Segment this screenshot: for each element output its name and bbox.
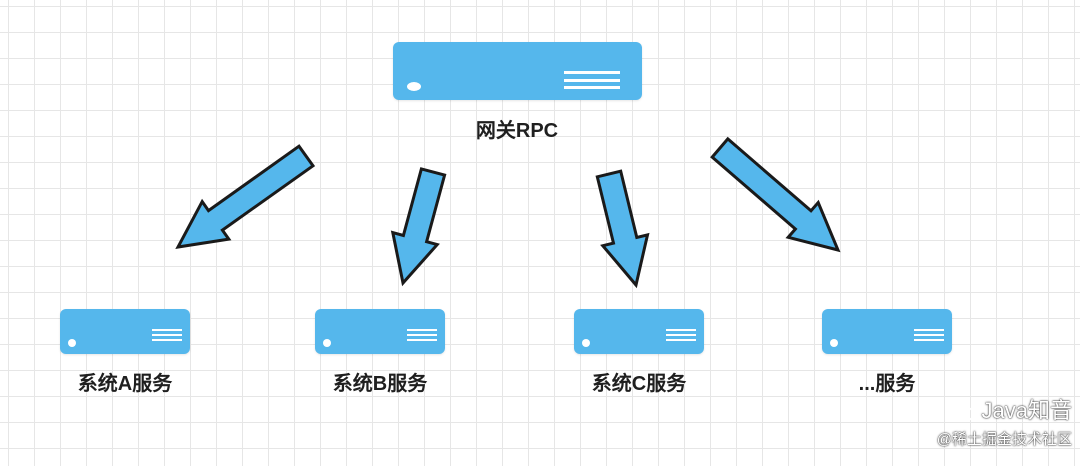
service-a-label: 系统A服务 (77, 373, 173, 395)
wechat-icon (946, 399, 976, 423)
server-led (582, 339, 590, 347)
service-c-server-icon (574, 309, 704, 354)
watermark-account: Java知音 (981, 398, 1072, 423)
server-led (323, 339, 331, 347)
gateway-label: 网关RPC (475, 120, 559, 142)
server-vent-lines (564, 71, 620, 89)
server-vent-lines (407, 329, 437, 341)
arrow-to-service-a (175, 144, 316, 249)
service-b-label: 系统B服务 (332, 373, 428, 395)
gateway-server-icon (393, 42, 642, 100)
server-vent-lines (914, 329, 944, 341)
service-b-server-icon (315, 309, 445, 354)
server-vent-lines (152, 329, 182, 341)
server-vent-lines (666, 329, 696, 341)
server-led (68, 339, 76, 347)
arrow-to-service-other (710, 136, 841, 253)
watermark: Java知音 @稀土掘金技术社区 (937, 398, 1072, 450)
service-other-server-icon (822, 309, 952, 354)
server-led (830, 339, 838, 347)
service-c-label: 系统C服务 (591, 373, 687, 395)
server-led (407, 82, 421, 91)
arrow-to-service-c (595, 169, 650, 289)
arrow-to-service-b (390, 167, 447, 287)
service-a-server-icon (60, 309, 190, 354)
service-other-label: ...服务 (858, 373, 916, 395)
watermark-community: @稀土掘金技术社区 (936, 431, 1072, 448)
